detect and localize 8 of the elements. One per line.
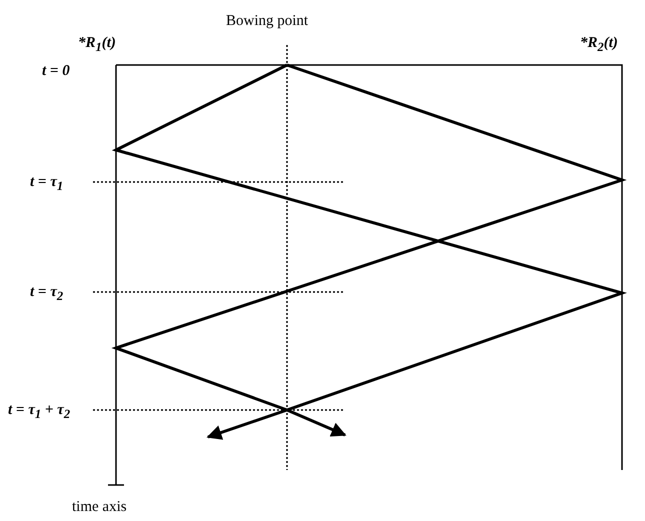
time-label: t = τ$_{1}$ + τ$_{2}$: [8, 401, 70, 423]
time-label: t = 0: [42, 62, 70, 80]
bowing-point-label: Bowing point: [226, 12, 308, 30]
string-end-label: *R$_{1}$(t): [78, 34, 116, 56]
axis-label: time axis: [72, 498, 127, 516]
time-label: t = τ$_{2}$: [30, 283, 64, 305]
string-end-label: *R$_{2}$(t): [580, 34, 618, 56]
time-label: t = τ$_{1}$: [30, 173, 64, 195]
